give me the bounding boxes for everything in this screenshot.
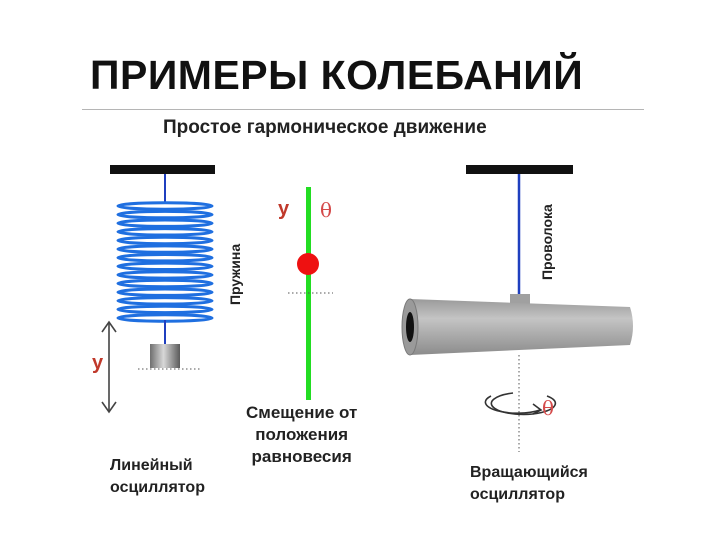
caption-line: Линейный (110, 457, 193, 474)
theta-symbol-center: θ (320, 198, 333, 222)
y-symbol-left: y (92, 352, 104, 374)
cylinder-hole (406, 312, 414, 342)
mass-point (297, 253, 319, 275)
spring-coil (116, 261, 214, 271)
spring-coil (116, 209, 214, 220)
title-divider (82, 109, 644, 110)
caption-line: осциллятор (470, 486, 565, 503)
wire-label: Проволока (539, 204, 555, 280)
spring-coil (116, 296, 214, 306)
spring-coil (116, 235, 214, 246)
displacement-caption-line: положения (255, 425, 349, 444)
spring-coils (116, 201, 214, 323)
spring-coil (116, 304, 214, 315)
spring-coil (116, 270, 214, 280)
slide-title: ПРИМЕРЫ КОЛЕБАНИЙ (90, 52, 584, 98)
displacement-caption-line: равновесия (251, 447, 352, 466)
diagram-subtitle: Простое гармоническое движение (163, 117, 487, 138)
displacement-caption-line: Смещение от (246, 403, 358, 422)
caption-line: осциллятор (110, 479, 205, 496)
displacement-caption: Смещение от положения равновесия (246, 402, 357, 468)
spring-coil (116, 218, 214, 228)
spring-coil (116, 227, 214, 237)
spring-coil (116, 253, 214, 263)
spring-coil (116, 201, 214, 211)
theta-symbol-right: θ (542, 396, 555, 420)
spring-coil (116, 278, 214, 289)
spring-label: Пружина (227, 243, 243, 305)
right-support-bar (466, 165, 573, 174)
double-arrow-icon (101, 320, 117, 414)
hanging-mass (150, 344, 180, 368)
wire-clamp (510, 294, 530, 305)
linear-oscillator-caption: Линейный осциллятор (110, 455, 205, 499)
cylinder-body (410, 299, 633, 355)
rotation-arrow-icon (484, 392, 557, 416)
caption-line: Вращающийся (470, 464, 588, 481)
spring-coil (116, 287, 214, 297)
rotating-oscillator-caption: Вращающийся осциллятор (470, 462, 588, 506)
y-symbol-center: y (278, 198, 290, 220)
left-support-bar (110, 165, 215, 174)
spring-coil (116, 244, 214, 254)
